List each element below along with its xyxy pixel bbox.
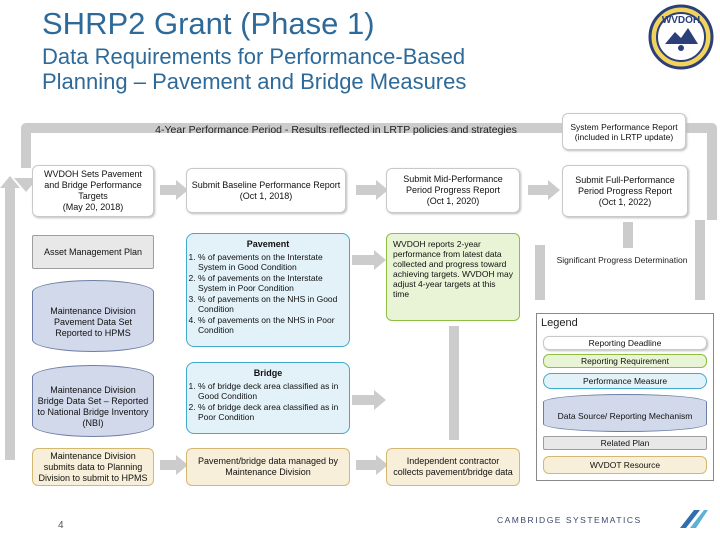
legend-wvdot-resource: WVDOT Resource: [543, 456, 707, 474]
mid-performance-report-date: (Oct 1, 2020): [426, 196, 480, 206]
page-title: SHRP2 Grant (Phase 1): [42, 6, 375, 41]
wvdoh-sets-targets-date: (May 20, 2018): [62, 202, 124, 212]
maintenance-submits-box: Maintenance Division submits data to Pla…: [32, 448, 154, 486]
cambridge-systematics-logo: CAMBRIDGE SYSTEMATICS: [497, 515, 642, 525]
pavement-measure-4: % of pavements on the NHS in Poor Condit…: [198, 315, 352, 335]
asset-management-plan-box: Asset Management Plan: [32, 235, 154, 269]
legend-performance-measure: Performance Measure: [543, 373, 707, 389]
seal-text: WVDOH: [662, 15, 700, 26]
cambridge-systematics-mark-icon: [678, 508, 710, 530]
bridge-measure-2: % of bridge deck area classified as in P…: [198, 402, 352, 422]
legend-reporting-requirement: Reporting Requirement: [543, 354, 707, 368]
pavement-measures-box: Pavement % of pavements on the Interstat…: [186, 233, 350, 347]
bridge-measure-1: % of bridge deck area classified as in G…: [198, 381, 352, 401]
pavement-measure-1: % of pavements on the Interstate System …: [198, 252, 352, 272]
full-performance-report-title: Submit Full-Performance Period Progress …: [575, 174, 675, 196]
pavement-measures-list: % of pavements on the Interstate System …: [184, 252, 352, 336]
banner-arrow: [21, 123, 717, 220]
baseline-report-title: Submit Baseline Performance Report: [191, 179, 341, 190]
subtitle-line-1: Data Requirements for Performance-Based: [42, 44, 466, 69]
wvdoh-sets-targets-box: WVDOH Sets Pavement and Bridge Performan…: [32, 165, 154, 217]
bridge-data-set-cylinder: Maintenance Division Bridge Data Set – R…: [32, 365, 154, 437]
wvdoh-sets-targets-title: WVDOH Sets Pavement and Bridge Performan…: [43, 169, 143, 201]
pavement-bridge-managed-box: Pavement/bridge data managed by Maintena…: [186, 448, 350, 486]
wvdoh-seal-logo: WVDOH: [648, 4, 714, 70]
bridge-measures-box: Bridge % of bridge deck area classified …: [186, 362, 350, 434]
bridge-title: Bridge: [253, 368, 283, 378]
baseline-report-date: (Oct 1, 2018): [239, 190, 293, 201]
legend-related-plan: Related Plan: [543, 436, 707, 450]
page-number: 4: [58, 520, 64, 531]
baseline-report-box: Submit Baseline Performance Report (Oct …: [186, 168, 346, 213]
mid-performance-report-title: Submit Mid-Performance Period Progress R…: [403, 174, 503, 195]
pavement-data-set-cylinder: Maintenance Division Pavement Data Set R…: [32, 280, 154, 352]
pavement-measure-2: % of pavements on the Interstate System …: [198, 273, 352, 293]
subtitle-line-2: Planning – Pavement and Bridge Measures: [42, 69, 467, 94]
independent-contractor-box: Independent contractor collects pavement…: [386, 448, 520, 486]
full-performance-report-date: (Oct 1, 2022): [598, 196, 652, 207]
legend-title: Legend: [541, 317, 578, 329]
legend-reporting-deadline: Reporting Deadline: [543, 336, 707, 350]
legend-data-source: Data Source/ Reporting Mechanism: [543, 394, 707, 432]
pavement-title: Pavement: [246, 239, 290, 249]
performance-period-banner: 4-Year Performance Period - Results refl…: [155, 124, 517, 136]
full-performance-report-box: Submit Full-Performance Period Progress …: [562, 165, 688, 217]
significant-progress-label: Significant Progress Determination: [556, 255, 688, 265]
wvdoh-reports-box: WVDOH reports 2-year performance from la…: [386, 233, 520, 321]
system-performance-report-box: System Performance Report (included in L…: [562, 113, 686, 150]
bridge-measures-list: % of bridge deck area classified as in G…: [184, 381, 352, 423]
mid-performance-report-box: Submit Mid-Performance Period Progress R…: [386, 168, 520, 213]
pavement-measure-3: % of pavements on the NHS in Good Condit…: [198, 294, 352, 314]
page-subtitle: Data Requirements for Performance-Based …: [42, 44, 602, 94]
